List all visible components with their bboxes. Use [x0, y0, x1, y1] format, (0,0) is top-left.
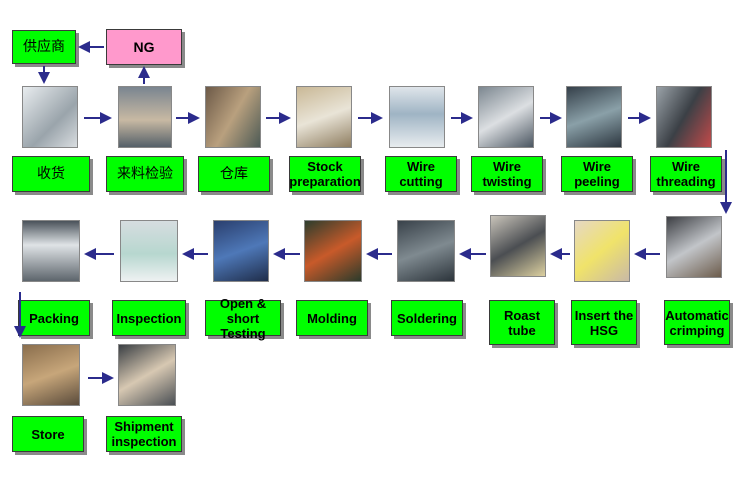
- flow-arrows: [0, 0, 750, 502]
